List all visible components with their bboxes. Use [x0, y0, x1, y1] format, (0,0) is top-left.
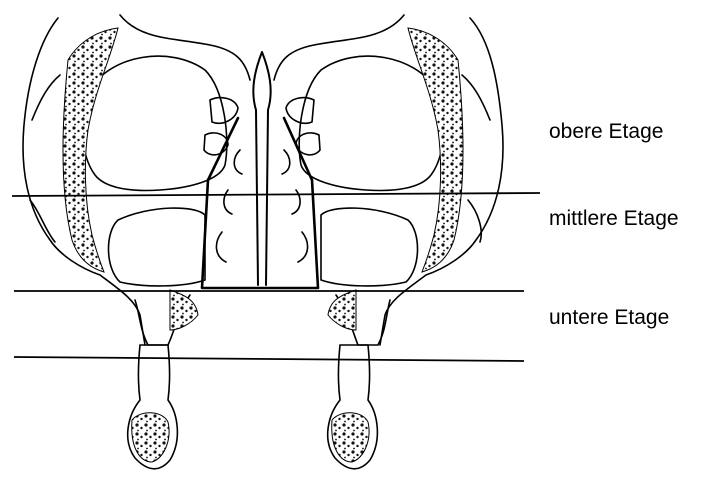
left-conchae: [216, 150, 242, 262]
spongy-bone-regions: [63, 28, 463, 462]
label-mittlere-etage: mittlere Etage: [549, 207, 679, 231]
left-maxillary-sinus: [108, 208, 205, 286]
left-zygoma: [30, 75, 60, 242]
right-zygoma: [462, 75, 490, 242]
level-lines: [12, 193, 540, 361]
right-maxillary-sinus: [321, 208, 418, 286]
nasal-septum: [253, 52, 270, 285]
right-conchae: [282, 150, 308, 262]
right-orbit: [299, 56, 444, 190]
left-orbit: [82, 56, 227, 190]
label-obere-etage: obere Etage: [549, 120, 663, 144]
orbital-roof: [120, 15, 404, 80]
line-lower-boundary: [14, 357, 524, 361]
label-untere-etage: untere Etage: [549, 306, 669, 330]
